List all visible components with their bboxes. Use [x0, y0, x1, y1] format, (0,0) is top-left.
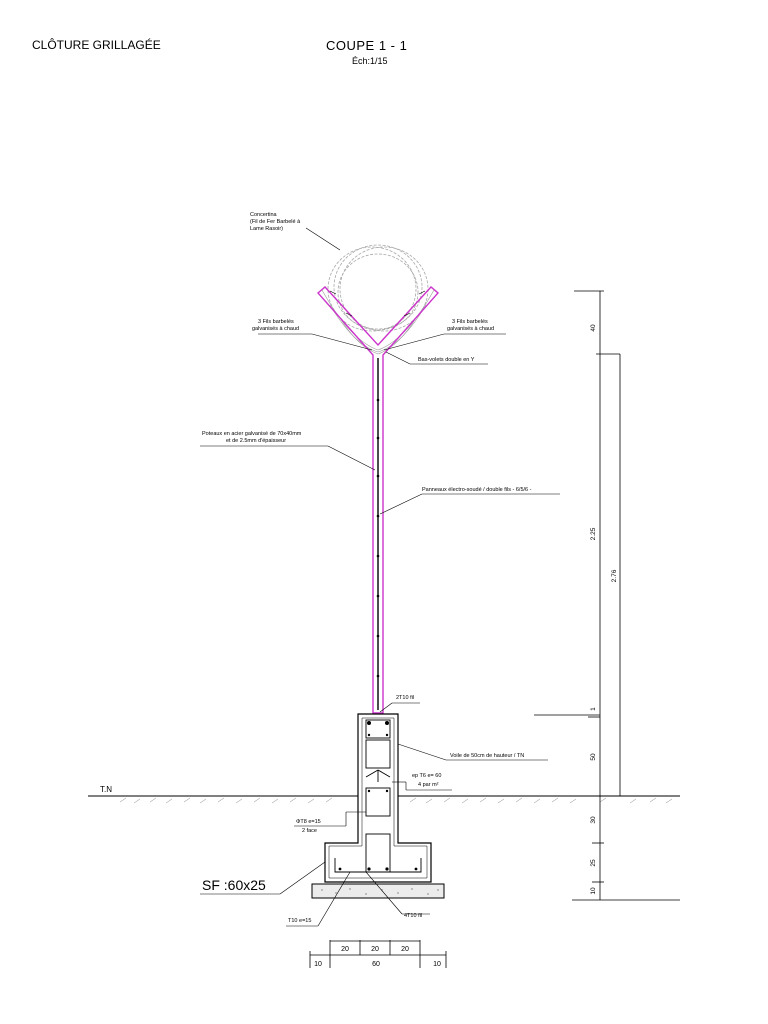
wall-label: Voile de 50cm de hauteur / TN — [450, 753, 524, 759]
dim-bottom-60: 60 — [372, 961, 380, 968]
dim-bottom-20a: 20 — [341, 946, 349, 953]
bottom-dimensions — [309, 940, 447, 968]
ep-label-1: ep T6 e= 60 — [412, 773, 441, 779]
dim-bottom-10a: 10 — [314, 961, 322, 968]
concertina-label-3: Lame Rasoir) — [250, 226, 283, 232]
barbed-left-1: 3 Fils barbelés — [258, 319, 294, 325]
leader-lines — [200, 227, 560, 927]
dim-1: 1 — [590, 707, 597, 711]
y-arm-label: Bas-volets double en Y — [418, 357, 475, 363]
concertina-coil — [327, 244, 429, 332]
dim-25: 25 — [590, 859, 597, 867]
scale-label: Éch:1/15 — [352, 56, 388, 66]
concertina-label-1: Concertina — [250, 212, 278, 218]
post-label-1: Poteaux en acier galvanisé de 70x40mm — [202, 431, 302, 437]
rebar-points — [338, 721, 418, 871]
barbed-left-2: galvanisés à chaud — [252, 326, 299, 332]
mesh-panel — [329, 290, 426, 710]
lean-concrete — [311, 883, 445, 899]
dim-225: 2.25 — [590, 527, 597, 540]
ep-label-2: 4 par m² — [418, 782, 439, 788]
concrete-wall — [324, 713, 432, 883]
dim-bottom-10b: 10 — [433, 961, 441, 968]
post-label-2: et de 2.5mm d'épaisseur — [226, 438, 286, 444]
drawing-title: COUPE 1 - 1 — [326, 38, 408, 53]
ground-level-label: T.N — [100, 785, 112, 794]
reinforcement — [334, 719, 422, 873]
dim-10: 10 — [590, 887, 597, 895]
panels-label: Panneaux électro-soudé / double fils - 6… — [422, 487, 532, 493]
project-title: CLÔTURE GRILLAGÉE — [32, 38, 161, 52]
barbed-right-1: 3 Fils barbelés — [452, 319, 488, 325]
pt8-label-2: 2 face — [302, 828, 317, 834]
dim-276: 2.76 — [611, 569, 618, 582]
dim-40: 40 — [590, 324, 597, 332]
ground-line — [88, 795, 680, 804]
bottom-bars-label: 4T10 fil — [404, 913, 422, 919]
barbed-right-2: galvanisés à chaud — [447, 326, 494, 332]
t10-label: T10 e=15 — [288, 918, 311, 924]
concertina-label-2: (Fil de Fer Barbelé à — [250, 219, 301, 225]
dim-30: 30 — [590, 816, 597, 824]
dim-50: 50 — [590, 753, 597, 761]
dim-bottom-20b: 20 — [371, 946, 379, 953]
anchor-label: 2T10 fil — [396, 695, 414, 701]
pt8-label-1: ΦT8 e=15 — [296, 819, 321, 825]
right-dimensions — [534, 290, 680, 901]
footing-label: SF :60x25 — [202, 877, 266, 893]
dim-bottom-20c: 20 — [401, 946, 409, 953]
